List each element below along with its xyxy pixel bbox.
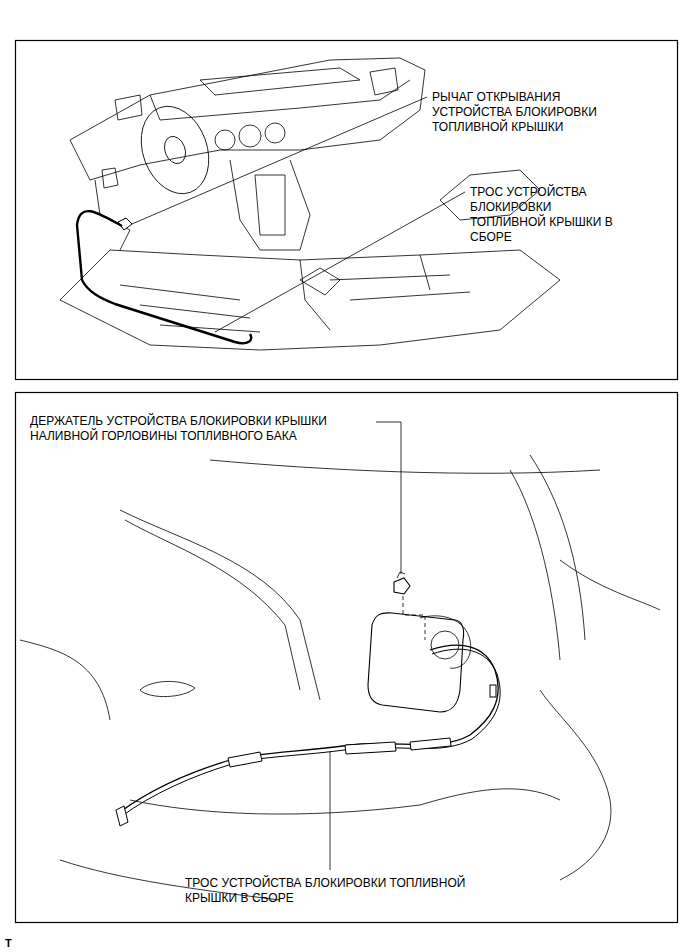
part-label: ТРОС УСТРОЙСТВА БЛОКИРОВКИ ТОПЛИВНОЙ КРЫ… <box>185 876 520 906</box>
part-label: ТРОС УСТРОЙСТВА БЛОКИРОВКИ ТОПЛИВНОЙ КРЫ… <box>470 185 630 245</box>
part-label: ДЕРЖАТЕЛЬ УСТРОЙСТВА БЛОКИРОВКИ КРЫШКИ Н… <box>30 414 375 444</box>
part-label: РЫЧАГ ОТКРЫВАНИЯ УСТРОЙСТВА БЛОКИРОВКИ Т… <box>432 90 637 135</box>
figure-code: T <box>5 936 25 951</box>
